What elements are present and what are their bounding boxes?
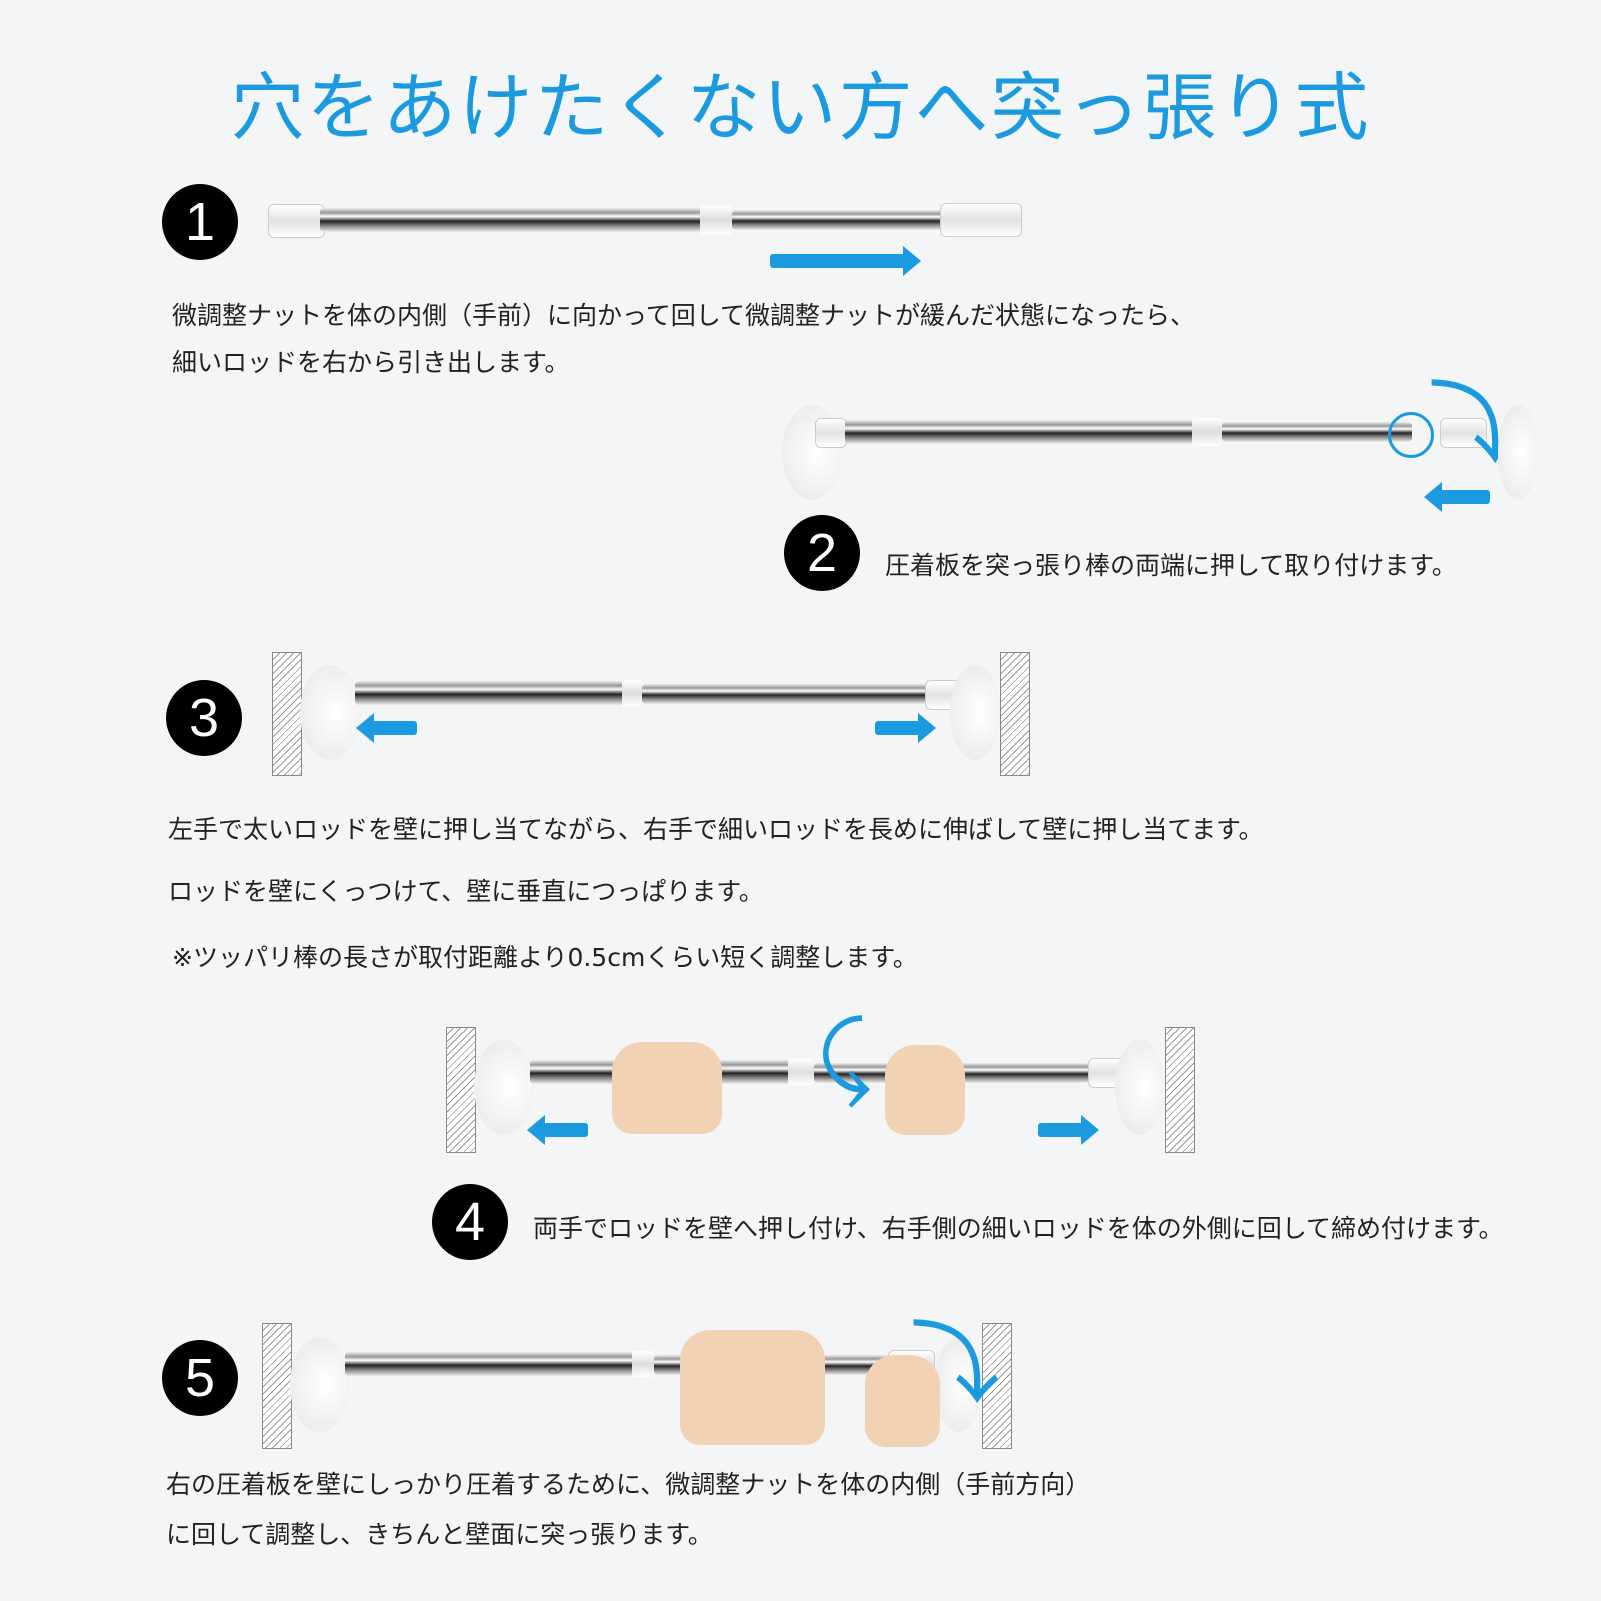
arrow-right-icon xyxy=(770,246,921,276)
page-title: 穴をあけたくない方へ突っ張り式 xyxy=(230,65,1371,151)
step-3-text-line: ロッドを壁にくっつけて、壁に垂直につっぱります。 xyxy=(168,877,764,906)
rotate-arrow-icon: ⤵ xyxy=(910,1312,1000,1417)
wall xyxy=(446,1027,476,1153)
right-hand xyxy=(865,1355,940,1447)
step-4-text-line: 両手でロッドを壁へ押し付け、右手側の細いロッドを体の外側に回して締め付けます。 xyxy=(533,1214,1504,1243)
arrow-right-icon xyxy=(875,713,936,743)
wall xyxy=(1165,1027,1195,1153)
nut-highlight-icon xyxy=(1388,412,1434,458)
left-hand xyxy=(612,1042,722,1134)
right-hand xyxy=(885,1045,965,1135)
arrow-left-icon xyxy=(1424,482,1490,512)
left-hand xyxy=(680,1330,825,1445)
wall xyxy=(272,652,302,776)
step-1-text-line: 微調整ナットを体の内側（手前）に向かって回して微調整ナットが緩んだ状態になったら… xyxy=(172,301,1196,330)
step-3-text-line: 左手で太いロッドを壁に押し当てながら、右手で細いロッドを長めに伸ばして壁に押し当… xyxy=(168,815,1264,844)
step-2-text-line: 圧着板を突っ張り棒の両端に押して取り付けます。 xyxy=(885,551,1457,580)
arrow-left-icon xyxy=(356,713,417,743)
pressure-plate xyxy=(1498,405,1538,500)
wall xyxy=(982,1323,1012,1449)
step-number-3: 3 xyxy=(166,680,242,756)
rotate-arrow-icon: ⤹ xyxy=(818,1004,872,1109)
arrow-right-icon xyxy=(1038,1115,1099,1145)
step-number-2: 2 xyxy=(784,515,860,591)
arrow-left-icon xyxy=(527,1115,588,1145)
step-5-text-line: 右の圧着板を壁にしっかり圧着するために、微調整ナットを体の内側（手前方向） xyxy=(166,1470,1091,1499)
wall xyxy=(262,1323,292,1449)
step-number-5: 5 xyxy=(162,1340,238,1416)
step-number-1: 1 xyxy=(162,184,238,260)
step-5-text-line: に回して調整し、きちんと壁面に突っ張ります。 xyxy=(166,1520,713,1549)
step-3-text-line: ※ツッパリ棒の長さが取付距離より0.5cmくらい短く調整します。 xyxy=(172,943,918,972)
wall xyxy=(1000,652,1030,776)
step-1-text-line: 細いロッドを右から引き出します。 xyxy=(172,348,570,377)
step-number-4: 4 xyxy=(432,1184,508,1260)
